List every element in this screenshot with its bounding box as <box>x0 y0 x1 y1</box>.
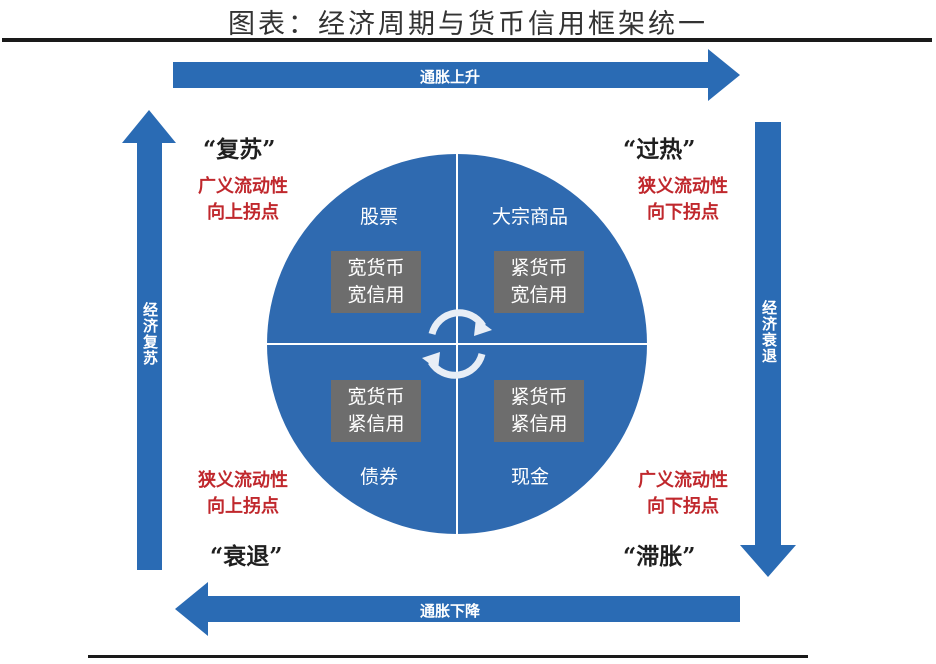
arrow-top <box>173 49 740 101</box>
top-rule <box>2 38 932 42</box>
policy-box-tr: 紧货币 宽信用 <box>494 251 584 313</box>
arrow-left-label: 经济复苏 <box>141 302 159 366</box>
policy-tl-line2: 宽信用 <box>347 284 405 306</box>
policy-bl-line1: 宽货币 <box>347 386 405 408</box>
arrow-bottom-label: 通胀下降 <box>420 602 481 620</box>
corner-br-line2: 向下拐点 <box>647 496 719 517</box>
arrow-top-label: 通胀上升 <box>420 68 481 86</box>
policy-bl-line2: 紧信用 <box>347 413 405 435</box>
policy-br-line2: 紧信用 <box>510 413 568 435</box>
policy-box-br: 紧货币 紧信用 <box>494 380 584 442</box>
phase-recovery: “复苏” <box>203 136 276 163</box>
corner-br-line1: 广义流动性 <box>638 470 728 491</box>
bottom-rule <box>88 655 808 658</box>
arrow-right <box>740 122 796 577</box>
arrow-right-label: 经济衰退 <box>760 300 778 364</box>
phase-stagflation: “滞胀” <box>623 543 696 570</box>
corner-tl-line2: 向上拐点 <box>207 202 279 223</box>
phase-overheat: “过热” <box>623 136 696 163</box>
asset-cash: 现金 <box>510 466 549 488</box>
policy-tr-line2: 宽信用 <box>510 284 568 306</box>
arrow-bottom <box>175 582 740 636</box>
corner-tr-line2: 向下拐点 <box>647 202 719 223</box>
corner-bl-line1: 狭义流动性 <box>198 470 288 491</box>
asset-stocks: 股票 <box>359 206 398 228</box>
asset-commodities: 大宗商品 <box>491 206 568 228</box>
arrow-left <box>122 110 176 570</box>
corner-tr-text: 狭义流动性 向下拐点 <box>618 174 748 226</box>
corner-br-text: 广义流动性 向下拐点 <box>618 468 748 520</box>
corner-bl-line2: 向上拐点 <box>207 496 279 517</box>
policy-box-bl: 宽货币 紧信用 <box>331 380 421 442</box>
corner-bl-text: 狭义流动性 向上拐点 <box>178 468 308 520</box>
phase-recession: “衰退” <box>210 543 283 570</box>
rotation-icon <box>422 309 492 379</box>
policy-br-line1: 紧货币 <box>510 386 568 408</box>
corner-tl-text: 广义流动性 向上拐点 <box>178 174 308 226</box>
policy-tl-line1: 宽货币 <box>347 257 405 279</box>
corner-tl-line1: 广义流动性 <box>198 176 288 197</box>
asset-bonds: 债券 <box>359 466 398 488</box>
policy-tr-line1: 紧货币 <box>510 257 568 279</box>
figure-title: 图表：经济周期与货币信用框架统一 <box>228 9 708 40</box>
corner-tr-line1: 狭义流动性 <box>638 176 728 197</box>
policy-box-tl: 宽货币 宽信用 <box>331 251 421 313</box>
